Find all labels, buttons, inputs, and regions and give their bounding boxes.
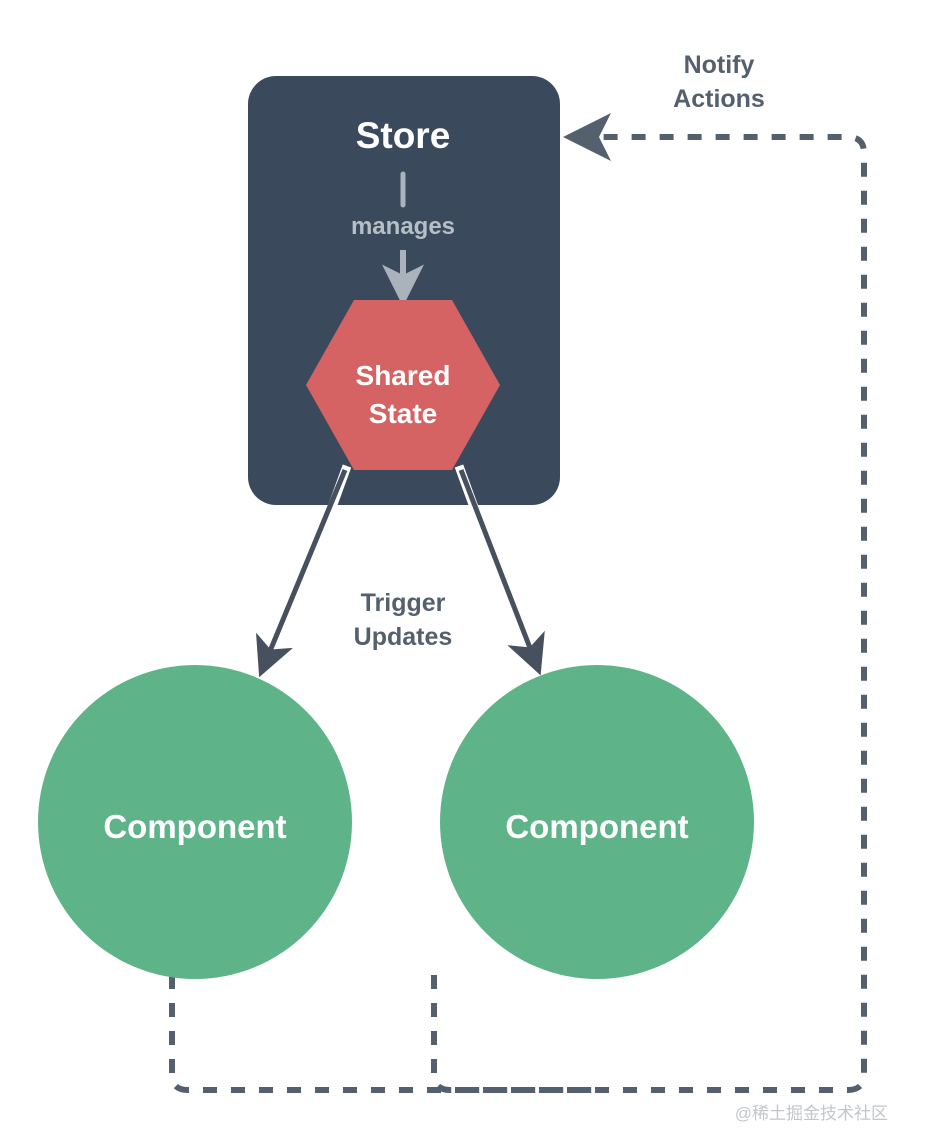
trigger-updates-arrow-right <box>458 469 545 676</box>
store-title: Store <box>356 115 451 156</box>
shared-state-hexagon[interactable] <box>306 300 500 470</box>
trigger-updates-arrow-left <box>256 469 348 678</box>
manages-label: manages <box>351 213 455 240</box>
notify-actions-edge-left <box>169 113 867 1093</box>
component-label-2: Component <box>505 808 688 845</box>
trigger-updates-label-line1: Trigger <box>361 589 446 617</box>
trigger-updates-label-line2: Updates <box>354 623 453 651</box>
component-circle-1[interactable] <box>38 665 352 979</box>
watermark: @稀土掘金技术社区 <box>735 1104 888 1123</box>
shared-state-label-line2: State <box>369 398 437 429</box>
notify-actions-label-line1: Notify <box>684 51 755 79</box>
shared-state-label-line1: Shared <box>356 360 451 391</box>
component-label-1: Component <box>103 808 286 845</box>
notify-actions-label-line2: Actions <box>673 85 765 113</box>
component-circle-2[interactable] <box>440 665 754 979</box>
notify-actions-edge-right <box>431 975 600 1093</box>
